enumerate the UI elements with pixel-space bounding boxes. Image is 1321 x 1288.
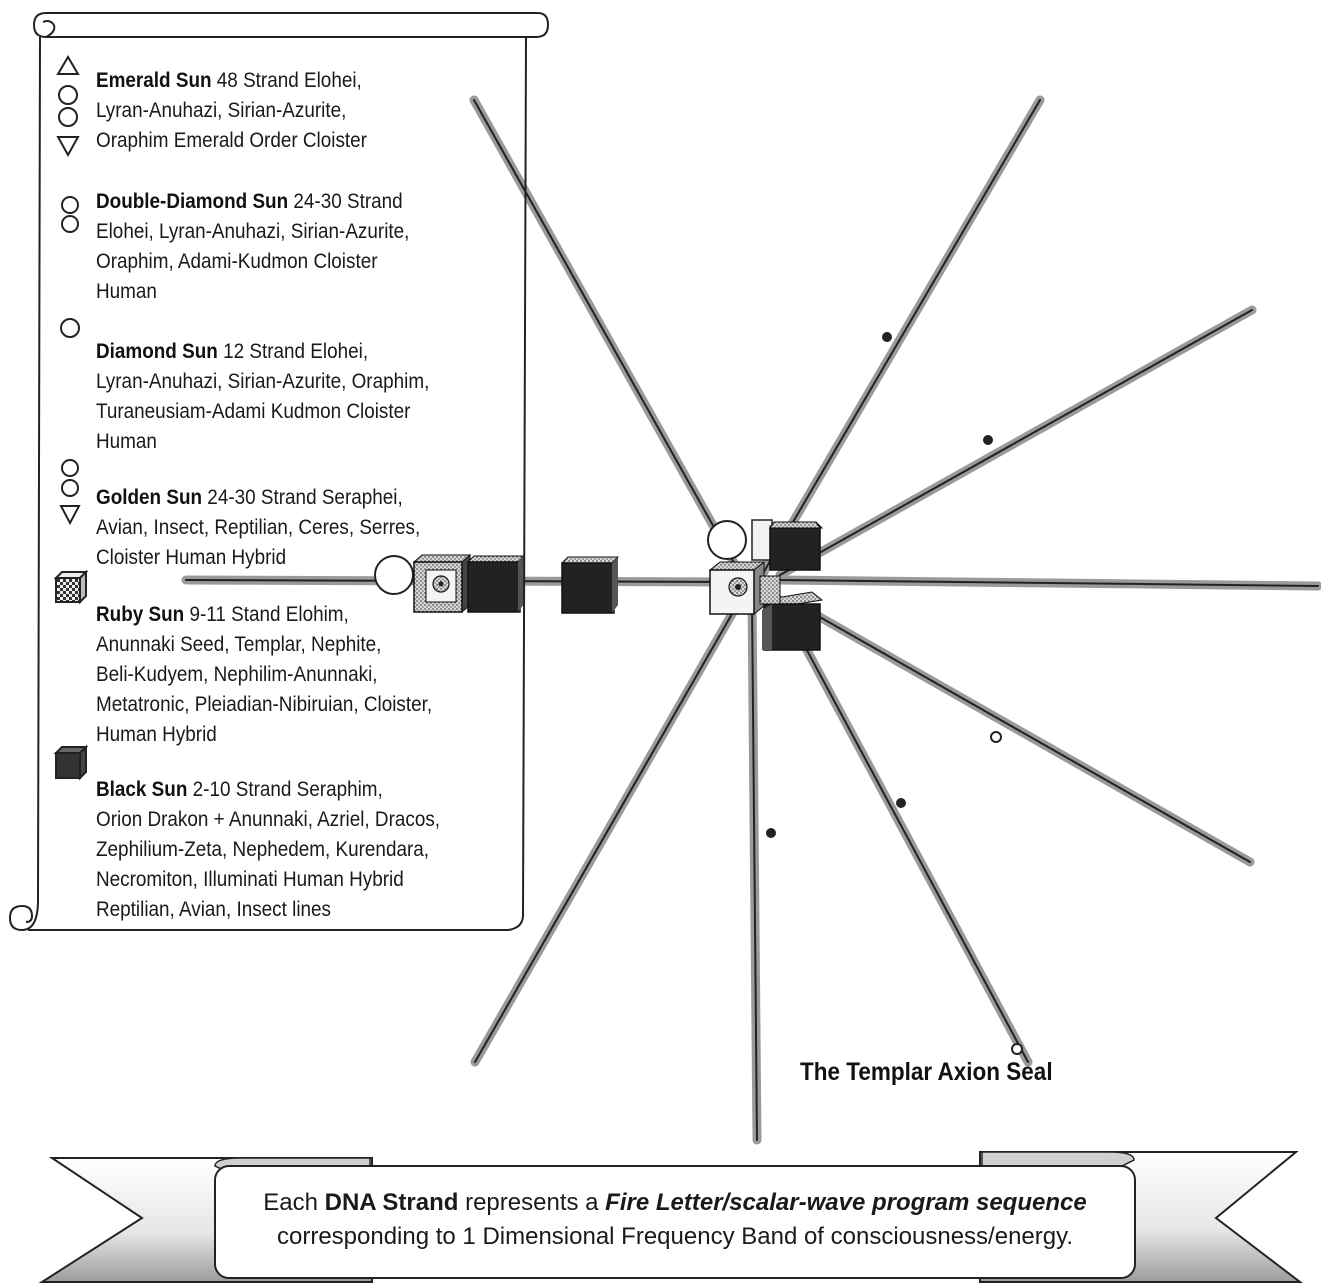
seal-title: The Templar Axion Seal xyxy=(800,1058,1053,1086)
center-ruby-cube xyxy=(708,560,766,616)
legend-line: Human xyxy=(96,280,157,303)
legend-line: Oraphim Emerald Order Cloister xyxy=(96,129,367,152)
legend-name: Emerald Sun xyxy=(96,69,212,92)
ray-lower-left xyxy=(470,595,745,1067)
legend-line: Reptilian, Avian, Insect lines xyxy=(96,898,331,921)
legend-name: Golden Sun xyxy=(96,486,203,509)
legend-line: Oraphim, Adami-Kudmon Cloister xyxy=(96,250,378,273)
ray-markers xyxy=(766,332,1023,1055)
legend-line: Human xyxy=(96,430,157,453)
legend-line: 2-10 Strand Seraphim, xyxy=(192,778,383,801)
legend-entry-diamond-sun: Diamond Sun 12 Strand Elohei, Lyran-Anuh… xyxy=(96,337,429,457)
legend-line: Turaneusiam-Adami Kudmon Cloister xyxy=(96,400,411,423)
marker-dot xyxy=(983,435,993,445)
marker-dot xyxy=(896,798,906,808)
banner-ribbon xyxy=(38,1151,1303,1283)
legend-line: Zephilium-Zeta, Nephedem, Kurendara, xyxy=(96,838,430,861)
banner-text-fire-letter: Fire Letter/scalar-wave program sequence xyxy=(605,1189,1087,1216)
left-white-sphere xyxy=(374,555,414,595)
marker-ring xyxy=(1011,1043,1023,1055)
banner-caption: Each DNA Strand represents a Fire Letter… xyxy=(220,1186,1130,1254)
ray-upper-right xyxy=(757,95,1045,580)
left-ray-objects xyxy=(374,553,620,614)
banner-text-dna-strand: DNA Strand xyxy=(324,1189,459,1216)
legend-entry-double-diamond-sun: Double-Diamond Sun 24-30 Strand Elohei, … xyxy=(96,187,409,307)
legend-line: Anunnaki Seed, Templar, Nephite, xyxy=(96,633,382,656)
double-diamond-sun-icon xyxy=(61,196,79,233)
legend-line: 24-30 Strand Seraphei, xyxy=(207,486,403,509)
legend-entry-golden-sun: Golden Sun 24-30 Strand Seraphei, Avian,… xyxy=(96,483,420,573)
center-black-cube-upper xyxy=(768,521,824,571)
diamond-sun-icon xyxy=(60,318,80,338)
banner-line-1: Each DNA Strand represents a Fire Letter… xyxy=(220,1186,1130,1220)
legend-line: Metatronic, Pleiadian-Nibiruian, Cloiste… xyxy=(96,693,433,716)
left-ruby-cube xyxy=(412,553,472,614)
ruby-sun-cube-icon xyxy=(53,569,89,605)
left-black-cube-1 xyxy=(466,555,526,613)
legend-entry-black-sun: Black Sun 2-10 Strand Seraphim, Orion Dr… xyxy=(96,775,440,925)
emerald-sun-icon xyxy=(56,55,80,158)
ray-lower-down-right xyxy=(775,595,1033,1067)
legend-scroll xyxy=(8,12,550,932)
ray-right xyxy=(775,575,1321,591)
center-white-sphere xyxy=(707,520,747,560)
banner-text-each: Each xyxy=(263,1189,325,1216)
legend-line: 24-30 Strand xyxy=(293,190,403,213)
legend-entry-ruby-sun: Ruby Sun 9-11 Stand Elohim, Anunnaki See… xyxy=(96,600,432,750)
golden-sun-icon xyxy=(59,459,81,526)
black-sun-cube-icon xyxy=(53,744,89,781)
legend-name: Double-Diamond Sun xyxy=(96,190,289,213)
legend-line: Lyran-Anuhazi, Sirian-Azurite, Oraphim, xyxy=(96,370,430,393)
legend-symbols xyxy=(53,55,89,781)
ray-down xyxy=(747,595,762,1145)
legend-line: Beli-Kudyem, Nephilim-Anunnaki, xyxy=(96,663,378,686)
banner-line-2: corresponding to 1 Dimensional Frequency… xyxy=(276,1223,1073,1250)
legend-line: 9-11 Stand Elohim, xyxy=(189,603,349,626)
left-black-cube-2 xyxy=(560,556,620,614)
legend-line: Avian, Insect, Reptilian, Ceres, Serres, xyxy=(96,516,421,539)
legend-entry-emerald-sun: Emerald Sun 48 Strand Elohei, Lyran-Anuh… xyxy=(96,66,367,156)
legend-line: Human Hybrid xyxy=(96,723,217,746)
legend-line: Elohei, Lyran-Anuhazi, Sirian-Azurite, xyxy=(96,220,410,243)
ray-upper-left xyxy=(469,95,743,575)
seal-center xyxy=(707,519,824,651)
legend-line: 48 Strand Elohei, xyxy=(216,69,362,92)
seal-rays xyxy=(181,95,1321,1145)
ray-lower-right xyxy=(785,595,1255,867)
banner-text-represents: represents a xyxy=(458,1189,606,1216)
center-small-cube xyxy=(751,519,773,561)
legend-line: 12 Strand Elohei, xyxy=(223,340,369,363)
marker-dot xyxy=(882,332,892,342)
legend-line: Orion Drakon + Anunnaki, Azriel, Dracos, xyxy=(96,808,441,831)
ray-right-upper xyxy=(775,305,1257,580)
marker-dot xyxy=(766,828,776,838)
legend-line: Lyran-Anuhazi, Sirian-Azurite, xyxy=(96,99,347,122)
center-black-cube-lower xyxy=(762,591,824,651)
legend-name: Black Sun xyxy=(96,778,188,801)
legend-name: Ruby Sun xyxy=(96,603,185,626)
marker-ring xyxy=(990,731,1002,743)
legend-line: Cloister Human Hybrid xyxy=(96,546,287,569)
legend-name: Diamond Sun xyxy=(96,340,218,363)
legend-line: Necromiton, Illuminati Human Hybrid xyxy=(96,868,404,891)
